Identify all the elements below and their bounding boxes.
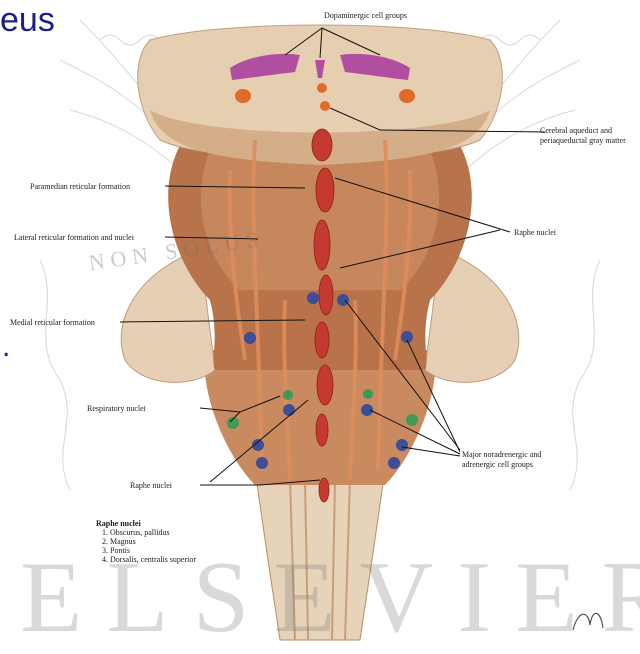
label-paramedian: Paramedian reticular formation: [30, 182, 130, 191]
label-raphe-lower: Raphe nuclei: [130, 481, 172, 490]
artist-signature: [568, 600, 608, 640]
legend-item: 1. Obscurus, pallidus: [96, 528, 196, 537]
slide-title-fragment: eus: [0, 0, 55, 40]
label-lateral-reticular: Lateral reticular formation and nuclei: [14, 233, 134, 242]
slide-bullet: .: [2, 330, 10, 364]
label-noradrenergic-2: adrenergic cell groups: [462, 460, 533, 469]
label-respiratory: Respiratory nuclei: [87, 404, 146, 413]
label-cerebral-aqueduct-2: periaqueductal gray matter: [540, 136, 626, 145]
label-cerebral-aqueduct-1: Cerebral aqueduct and: [540, 126, 612, 135]
label-raphe-upper: Raphe nuclei: [514, 228, 556, 237]
label-medial-reticular: Medial reticular formation: [10, 318, 95, 327]
publisher-watermark: ELSEVIER: [20, 548, 620, 648]
label-noradrenergic-1: Major noradrenergic and: [462, 450, 541, 459]
label-dopaminergic: Dopaminergic cell groups: [324, 11, 407, 20]
legend-title: Raphe nuclei: [96, 519, 196, 528]
